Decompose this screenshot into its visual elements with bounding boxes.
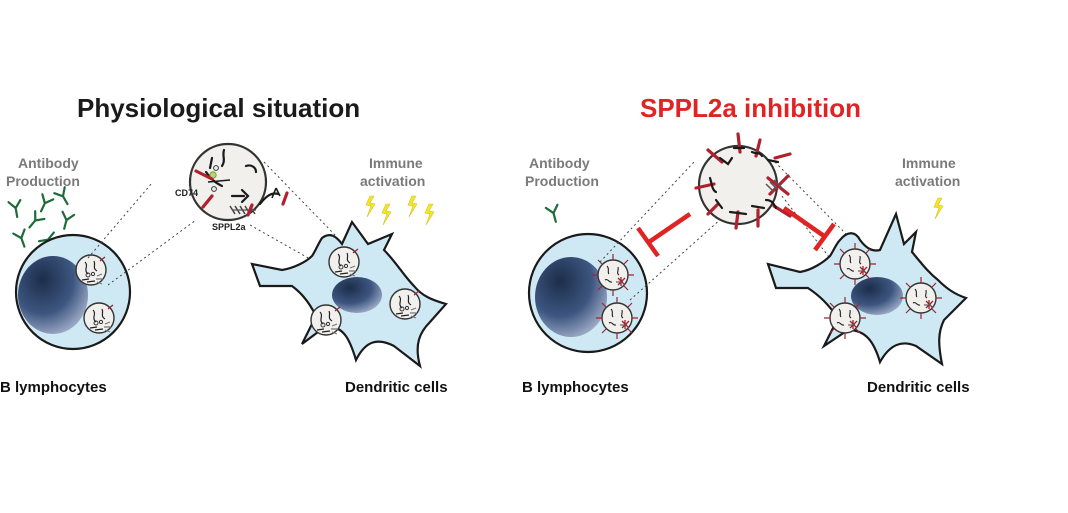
lightning-icon [933, 197, 944, 220]
antibody-label-right-1: Antibody [529, 155, 590, 171]
b-lymphocyte-left [14, 233, 132, 351]
antibody-label-left-1: Antibody [18, 155, 79, 171]
antibody-icon [34, 193, 55, 215]
lightning-group-left [365, 195, 435, 226]
vesicle-icon [310, 304, 342, 336]
antibody-icon [544, 203, 563, 225]
lightning-icon [407, 195, 418, 218]
b-lymphocyte-right [527, 232, 649, 354]
b-lymphocytes-label-right: B lymphocytes [522, 379, 629, 396]
vesicle-icon [899, 276, 943, 320]
immune-label-right-2: activation [895, 173, 960, 189]
immune-label-right-1: Immune [902, 155, 956, 171]
lightning-icon [424, 203, 435, 226]
immune-label-left-2: activation [360, 173, 425, 189]
antibody-icon [12, 228, 32, 250]
dendritic-cells-label-left: Dendritic cells [345, 379, 448, 396]
b-lymphocytes-label-left: B lymphocytes [0, 379, 107, 396]
inhibition-arrow-icon [782, 206, 836, 252]
antibody-icon [53, 186, 74, 209]
right-panel: SPPL2a inhibition Antibody Production Im… [522, 93, 970, 396]
vesicle-icon [595, 296, 639, 340]
vesicle-icon [75, 254, 107, 286]
vesicle-icon [83, 302, 115, 334]
vesicle-icon [833, 242, 877, 286]
title-physiological: Physiological situation [77, 93, 360, 123]
dendritic-cells-label-right: Dendritic cells [867, 379, 970, 396]
cd74-label: CD74 [175, 188, 198, 198]
vesicle-icon [328, 246, 360, 278]
lightning-icon [365, 195, 376, 218]
magnified-vesicle-left: CD74 SPPL2a [175, 142, 289, 232]
vesicle-icon [389, 288, 421, 320]
left-panel: Physiological situation Antibody Product… [0, 93, 448, 396]
nucleus-icon [332, 277, 382, 313]
nucleus-icon [18, 256, 88, 334]
dendritic-cell-left [250, 219, 448, 369]
nucleus-icon [851, 277, 903, 315]
antibody-label-right-2: Production [525, 173, 599, 189]
antibody-icon [7, 198, 25, 220]
dendritic-cell-right [766, 210, 969, 367]
antibody-icon [57, 210, 76, 232]
vesicle-icon [591, 253, 635, 297]
immune-label-left-1: Immune [369, 155, 423, 171]
inhibition-arrow-icon [636, 212, 692, 258]
vesicle-icon [823, 296, 867, 340]
magnified-vesicle-right [694, 132, 792, 230]
sppl2a-label: SPPL2a [212, 222, 247, 232]
title-sppl2a-inhibition: SPPL2a inhibition [640, 93, 861, 123]
nucleus-icon [535, 257, 607, 337]
antibody-label-left-2: Production [6, 173, 80, 189]
antibody-icon [23, 210, 46, 233]
lightning-icon [381, 203, 392, 226]
